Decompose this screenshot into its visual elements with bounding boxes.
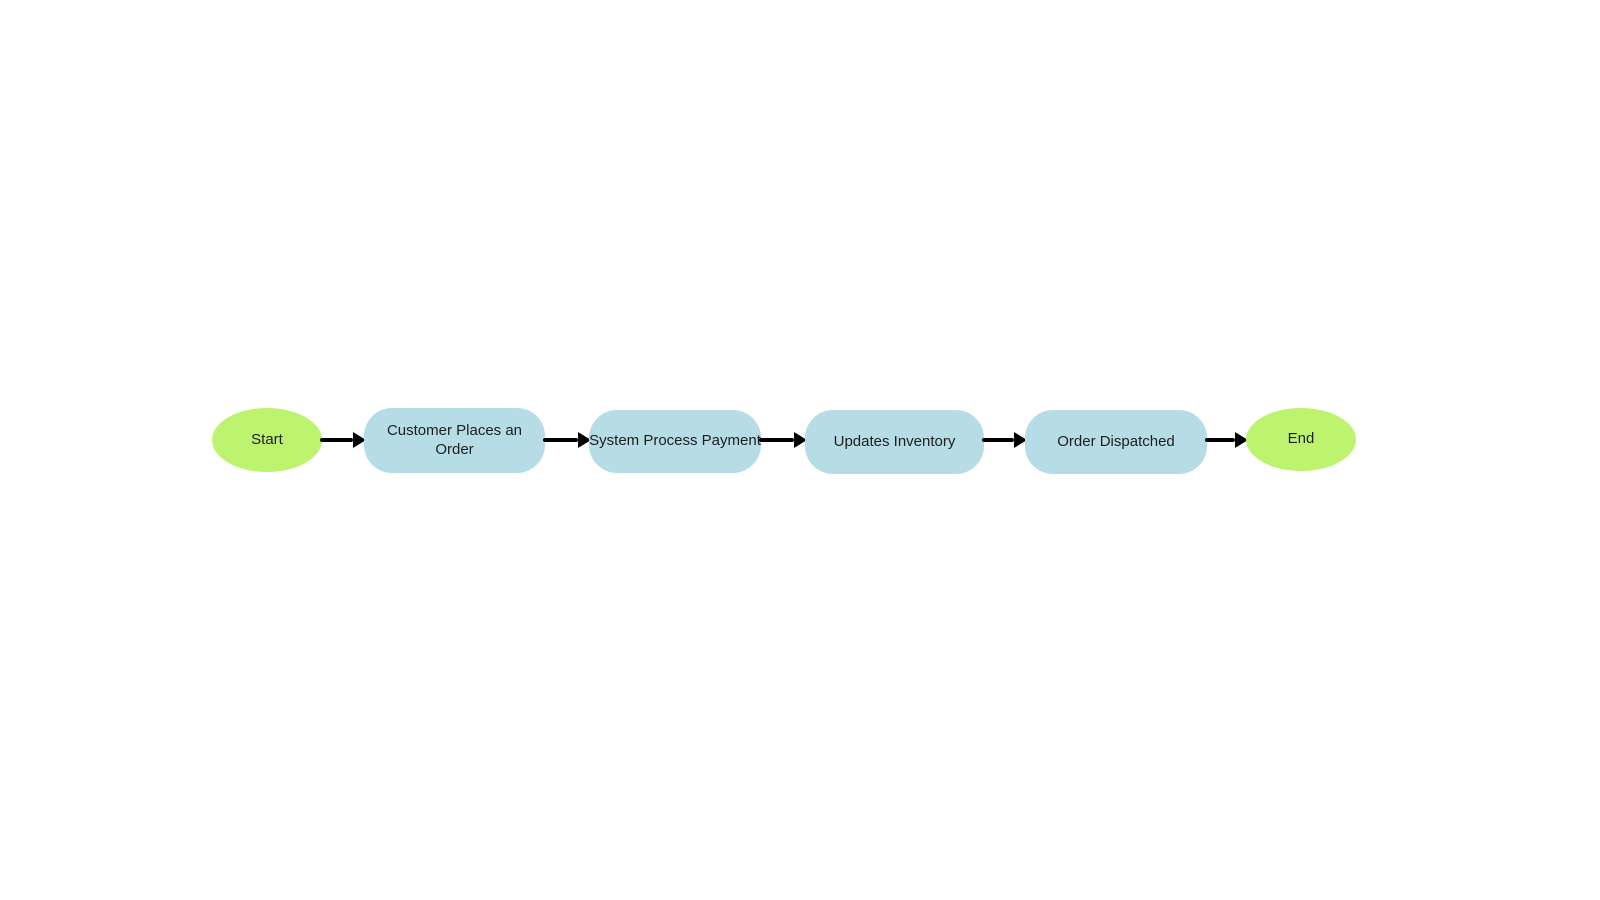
arrow-line (320, 438, 353, 442)
flow-node-order-dispatched: Order Dispatched (1025, 410, 1207, 474)
flow-arrow-step-2-to-step-3 (759, 432, 807, 448)
flow-node-label: Order Dispatched (1057, 432, 1175, 450)
flow-node-customer-places-order: Customer Places an Order (364, 408, 545, 473)
arrow-head-icon (794, 432, 807, 448)
arrow-head-icon (1235, 432, 1248, 448)
arrow-line (759, 438, 794, 442)
flow-node-end: End (1246, 408, 1356, 471)
arrow-line (1205, 438, 1235, 442)
flow-node-start: Start (212, 408, 322, 472)
flow-node-label: System Process Payment (589, 432, 761, 450)
flow-node-system-process-payment: System Process Payment (589, 410, 761, 473)
arrow-line (543, 438, 578, 442)
flow-arrow-step-3-to-step-4 (982, 432, 1027, 448)
arrow-line (982, 438, 1014, 442)
flow-node-label: Start (251, 430, 283, 448)
flow-arrow-step-1-to-step-2 (543, 432, 591, 448)
flow-node-label: End (1287, 430, 1315, 448)
arrow-head-icon (1014, 432, 1027, 448)
flow-node-label: Customer Places an Order (386, 421, 523, 458)
flow-node-label: Updates Inventory (833, 432, 956, 450)
flow-node-updates-inventory: Updates Inventory (805, 410, 984, 474)
flow-arrow-start-to-step-1 (320, 432, 366, 448)
arrow-head-icon (578, 432, 591, 448)
flow-arrow-step-4-to-end (1205, 432, 1248, 448)
arrow-head-icon (353, 432, 366, 448)
